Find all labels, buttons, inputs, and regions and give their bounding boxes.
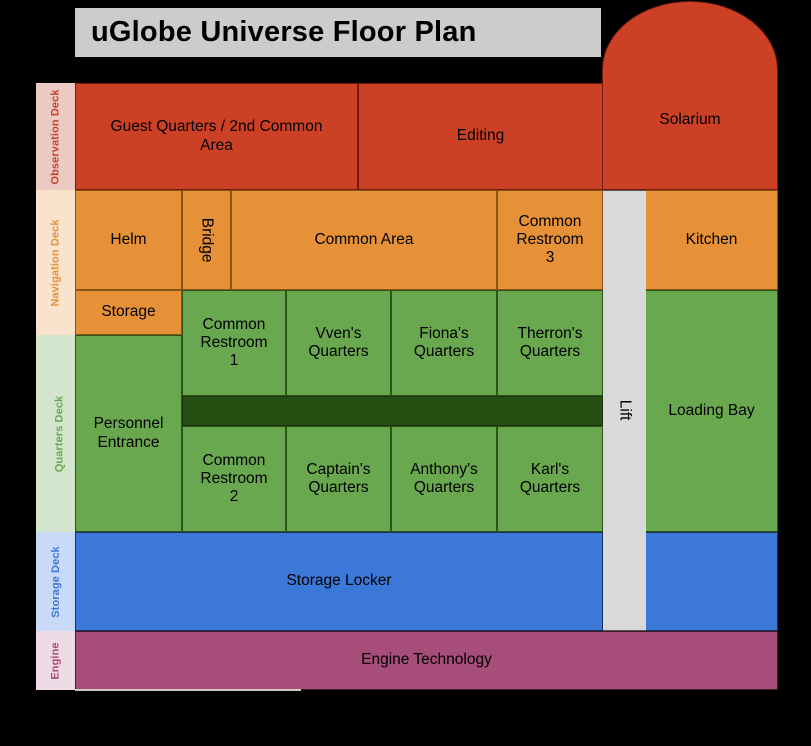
deck-label-storage: Storage Deck: [50, 545, 63, 618]
room-common-restroom-2[interactable]: Common Restroom 2: [182, 426, 286, 532]
bottom-edge-artifact: [75, 689, 301, 691]
room-personnel-entrance[interactable]: Personnel Entrance: [75, 335, 182, 532]
room-fionas-quarters-label: Fiona's Quarters: [413, 324, 475, 360]
room-guest-quarters-label: Guest Quarters / 2nd Common Area: [110, 118, 323, 154]
room-vvens-quarters[interactable]: Vven's Quarters: [286, 290, 391, 396]
room-therrons-quarters[interactable]: Therron's Quarters: [497, 290, 603, 396]
page-title: uGlobe Universe Floor Plan: [91, 16, 477, 48]
room-helm-label: Helm: [110, 230, 147, 248]
room-common-restroom-1-label: Common Restroom 1: [200, 315, 268, 370]
deck-band-observation: Observation Deck: [36, 83, 76, 190]
room-storage-locker-right[interactable]: [645, 532, 778, 631]
page-title-bar: uGlobe Universe Floor Plan: [75, 8, 601, 57]
room-therrons-quarters-label: Therron's Quarters: [517, 324, 583, 360]
room-loading-bay-label: Loading Bay: [668, 401, 755, 419]
deck-band-storage: Storage Deck: [36, 532, 76, 631]
room-storage-label: Storage: [101, 303, 156, 321]
room-editing[interactable]: Editing: [358, 83, 603, 190]
room-karls-quarters[interactable]: Karl's Quarters: [497, 426, 603, 532]
room-storage-locker-label: Storage Locker: [286, 572, 392, 590]
room-storage-locker[interactable]: Storage Locker: [75, 532, 603, 631]
room-common-area[interactable]: Common Area: [231, 190, 497, 290]
room-vvens-quarters-label: Vven's Quarters: [308, 324, 369, 360]
room-bridge[interactable]: Bridge: [182, 190, 231, 290]
deck-label-observation: Observation Deck: [50, 88, 63, 185]
room-engine-technology[interactable]: Engine Technology: [75, 631, 778, 690]
room-solarium-label: Solarium: [659, 110, 721, 128]
room-common-restroom-3-label: Common Restroom 3: [516, 212, 584, 267]
room-editing-label: Editing: [456, 127, 505, 145]
room-common-restroom-2-label: Common Restroom 2: [200, 451, 268, 506]
room-solarium[interactable]: Solarium: [602, 1, 778, 190]
room-bridge-label: Bridge: [198, 217, 216, 263]
room-fionas-quarters[interactable]: Fiona's Quarters: [391, 290, 497, 396]
room-kitchen[interactable]: Kitchen: [645, 190, 778, 290]
room-common-area-label: Common Area: [314, 230, 414, 248]
lift-label: Lift: [616, 400, 634, 421]
room-helm[interactable]: Helm: [75, 190, 182, 290]
room-personnel-entrance-label: Personnel Entrance: [93, 415, 164, 451]
deck-label-navigation: Navigation Deck: [50, 218, 62, 307]
room-common-restroom-1[interactable]: Common Restroom 1: [182, 290, 286, 396]
room-common-restroom-3[interactable]: Common Restroom 3: [497, 190, 603, 290]
room-loading-bay[interactable]: Loading Bay: [645, 290, 778, 532]
room-captains-quarters[interactable]: Captain's Quarters: [286, 426, 391, 532]
room-guest-quarters[interactable]: Guest Quarters / 2nd Common Area: [75, 83, 358, 190]
room-engine-technology-label: Engine Technology: [361, 651, 492, 669]
deck-band-engine: Engine: [36, 631, 76, 690]
deck-band-navigation: Navigation Deck: [36, 190, 76, 335]
deck-label-quarters: Quarters Deck: [53, 395, 66, 472]
room-captains-quarters-label: Captain's Quarters: [306, 460, 371, 496]
room-karls-quarters-label: Karl's Quarters: [519, 460, 581, 496]
room-anthonys-quarters[interactable]: Anthony's Quarters: [391, 426, 497, 532]
room-anthonys-quarters-label: Anthony's Quarters: [410, 460, 478, 496]
deck-label-engine: Engine: [50, 641, 62, 680]
room-kitchen-label: Kitchen: [685, 230, 738, 248]
room-storage[interactable]: Storage: [75, 290, 182, 335]
corridor-quarters-deck: [182, 396, 603, 426]
lift-shaft[interactable]: Lift: [603, 190, 646, 631]
